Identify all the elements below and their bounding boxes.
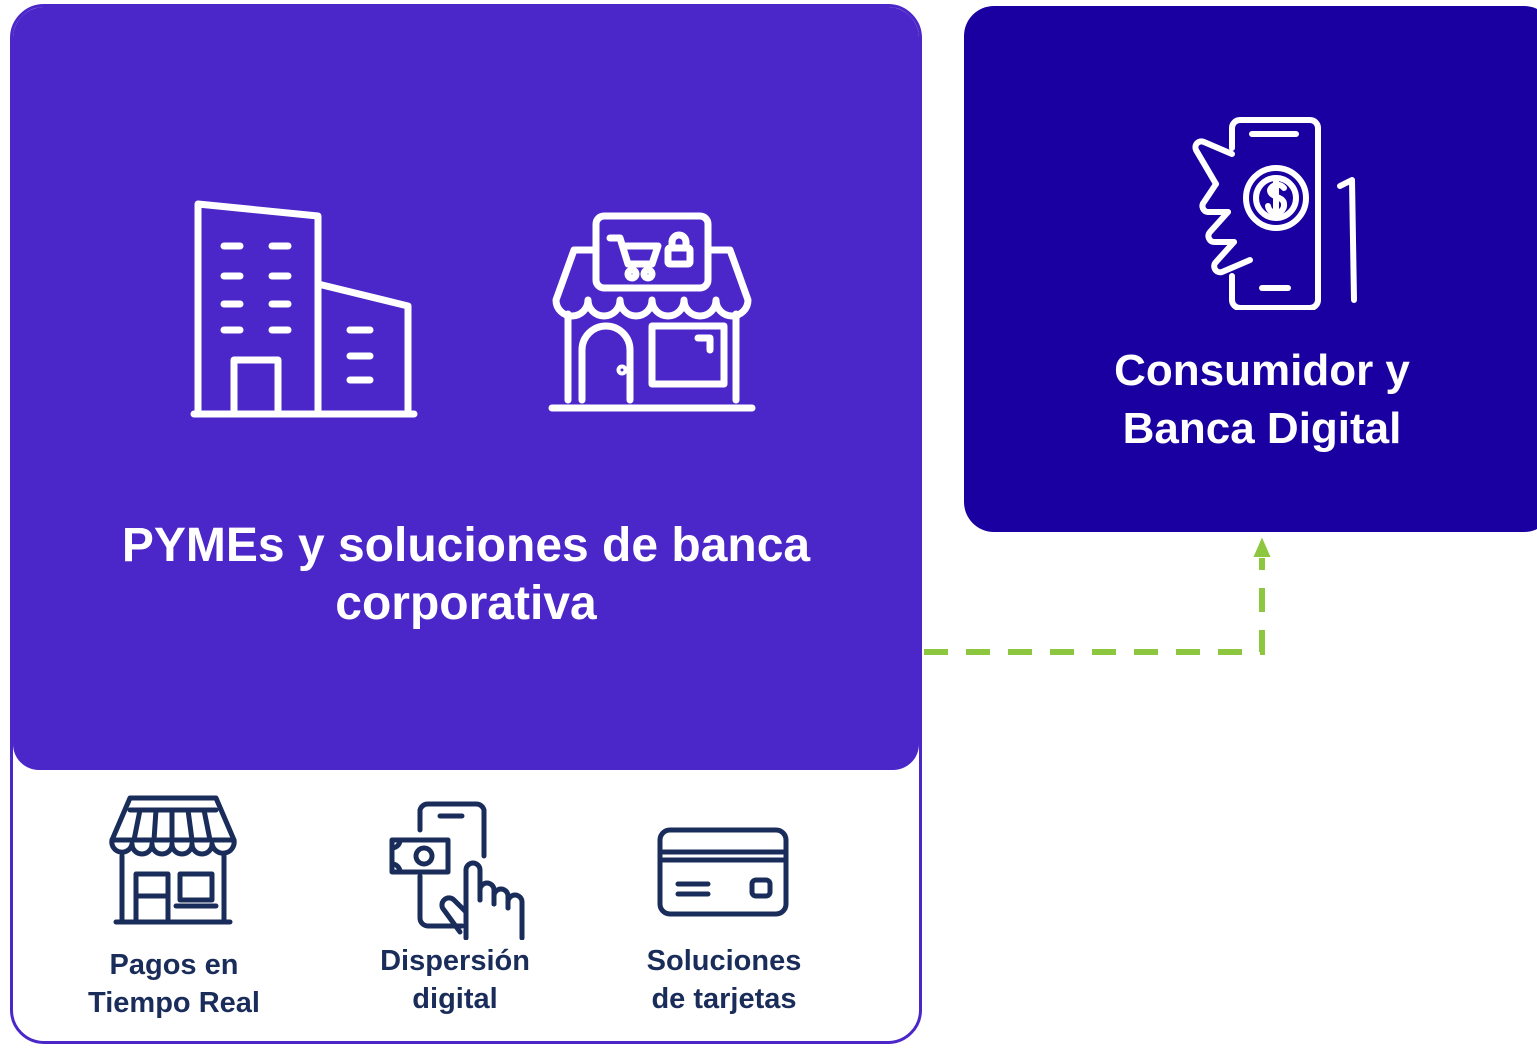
storefront-icon bbox=[109, 795, 237, 925]
corporate-segment-header: PYMEs y soluciones de banca corporativa bbox=[13, 7, 919, 770]
consumer-segment-title: Consumidor y Banca Digital bbox=[1114, 346, 1410, 453]
hand-holding-phone-dollar-icon bbox=[1192, 117, 1357, 310]
online-store-icon bbox=[548, 212, 756, 412]
consumer-segment-card bbox=[964, 6, 1537, 532]
feature-label-tarjetas: Soluciones de tarjetas bbox=[646, 945, 802, 1015]
credit-card-icon bbox=[657, 827, 789, 917]
phone-tap-cash-icon bbox=[389, 801, 525, 940]
feature-label-pagos: Pagos en Tiempo Real bbox=[88, 949, 260, 1019]
corporate-segment-title: PYMEs y soluciones de banca corporativa bbox=[121, 519, 811, 630]
office-building-icon bbox=[190, 200, 418, 418]
feature-label-dispersion: Dispersión digital bbox=[380, 945, 530, 1015]
corporate-segment-card: PYMEs y soluciones de banca corporativa bbox=[10, 4, 922, 1044]
